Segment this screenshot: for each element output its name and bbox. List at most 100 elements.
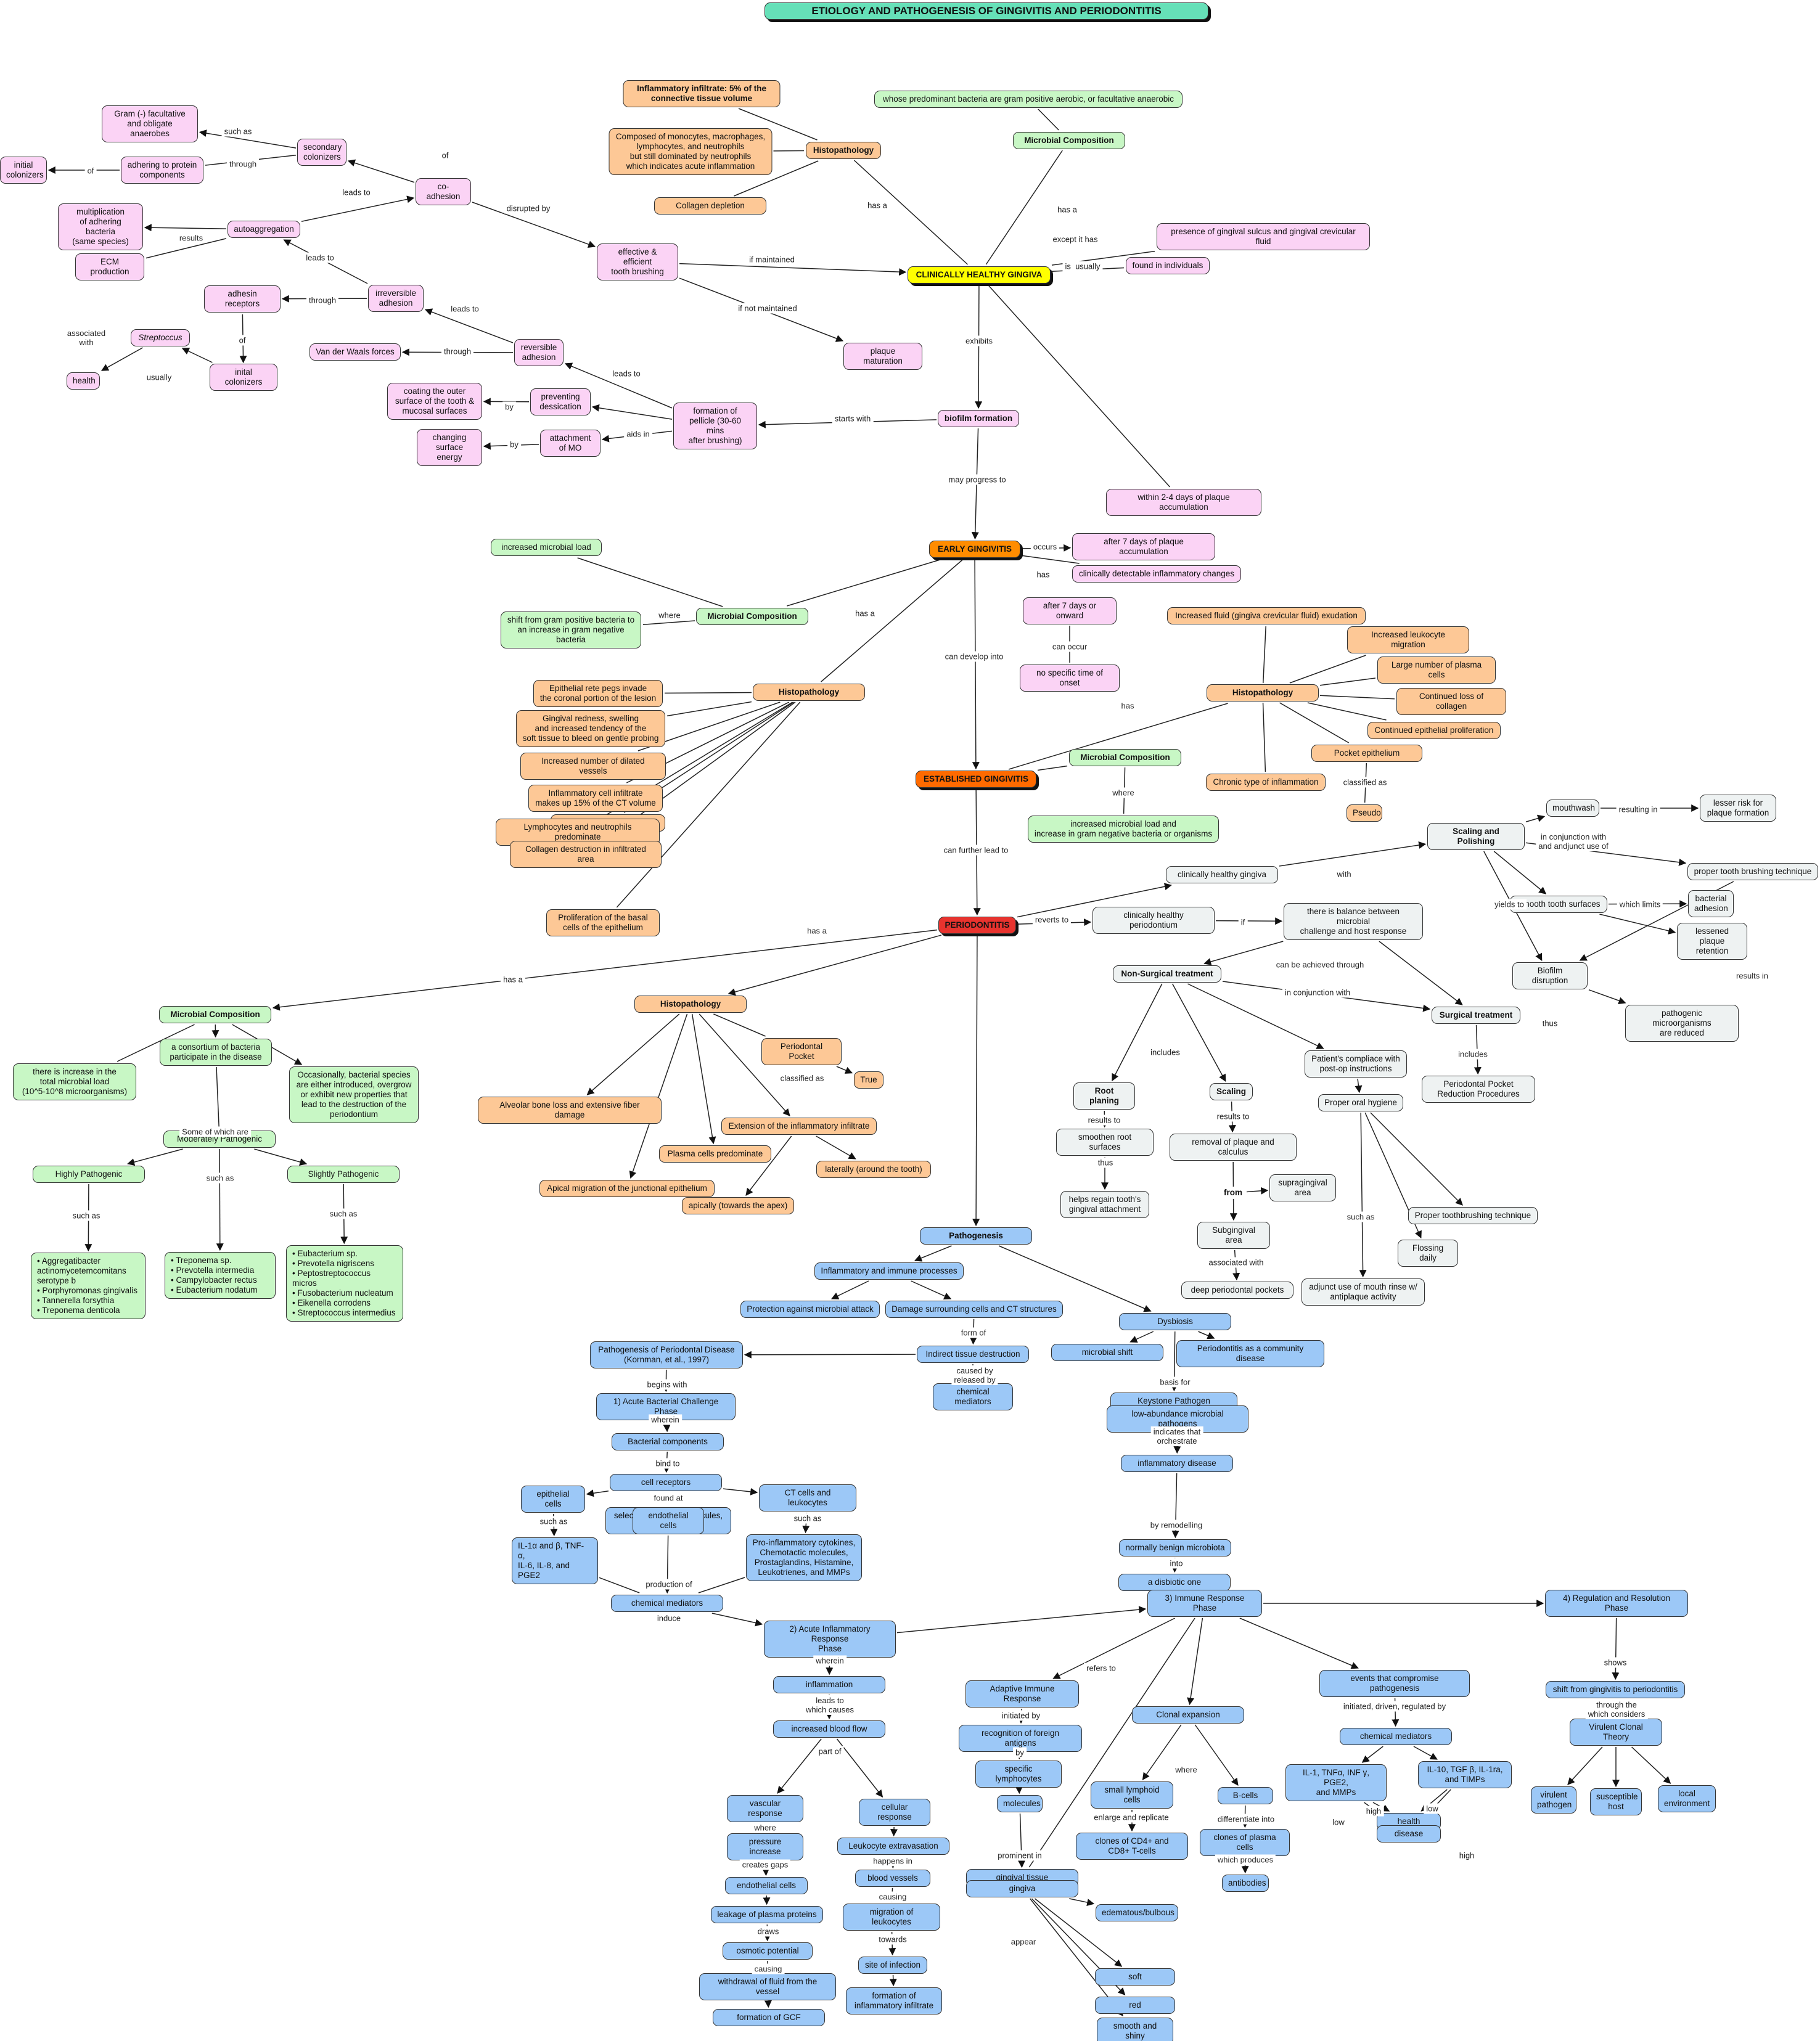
edge-label: of — [439, 150, 451, 161]
edge-label: where — [1110, 787, 1137, 798]
node-true: True — [854, 1071, 883, 1089]
node-proper-tech: proper tooth brushing technique — [1687, 863, 1818, 880]
edge-label: may progress to — [946, 474, 1009, 485]
edge-label: found at — [651, 1492, 686, 1503]
node-established: ESTABLISHED GINGIVITIS — [916, 771, 1036, 788]
edge-smooth-to-lessened — [1599, 914, 1676, 935]
node-form-infl: formation of inflammatory infiltrate — [846, 1987, 942, 2014]
node-inc-blood: increased blood flow — [773, 1720, 885, 1738]
edge-label: refers to — [1084, 1663, 1118, 1674]
edge-label: results to — [1214, 1111, 1252, 1122]
edge-label: has a — [501, 974, 525, 985]
edge-pathogenesis-to-dysbiosis — [998, 1245, 1152, 1312]
node-removal: removal of plaque and calculus — [1170, 1134, 1297, 1161]
node-susceptible: susceptible host — [1590, 1788, 1642, 1815]
edge-label: into — [1167, 1558, 1186, 1569]
node-slight-list: • Eubacterium sp. • Prevotella nigriscen… — [286, 1245, 403, 1322]
edge-label: exhibits — [962, 335, 996, 346]
node-adhesin: adhesin receptors — [204, 285, 281, 313]
edge-label: such as — [537, 1516, 570, 1527]
edge-label: caused by released by — [951, 1365, 998, 1385]
node-soft: soft — [1095, 1968, 1175, 1986]
edge-microbial-comp-e-to-inc-load — [577, 557, 723, 607]
edge-label: has — [1118, 700, 1137, 711]
node-mouthwash: mouthwash — [1546, 800, 1599, 817]
edge-label: leads to — [340, 187, 373, 198]
node-il1-list: IL-1, TNFα, INF γ, PGE2, and MMPs — [1285, 1764, 1387, 1801]
edge-microbial-comp-p-to-increase-load — [117, 1024, 195, 1062]
node-strep: Streptoccus — [131, 329, 190, 346]
edge-histopath-h-to-healthy — [853, 160, 968, 265]
edge-reversible-to-irreversible — [424, 308, 514, 343]
node-cellular: cellular response — [859, 1799, 930, 1826]
node-pocket-epi: Pocket epithelium — [1311, 745, 1422, 762]
edge-whose-bact-to-microbial-comp-h — [1038, 108, 1059, 131]
edge-label: of — [84, 165, 97, 176]
node-laterally: laterally (around the tooth) — [816, 1161, 931, 1178]
node-molecules: molecules — [997, 1795, 1043, 1812]
edge-label: towards — [876, 1934, 909, 1945]
node-pathogenesis: Pathogenesis — [920, 1227, 1032, 1245]
node-virulent-clonal: Virulent Clonal Theory — [1570, 1719, 1662, 1746]
edge-histopath-p-to-bone-loss — [586, 1013, 680, 1095]
edge-histopath-est-to-plasma — [1319, 677, 1376, 686]
node-disease: disease — [1377, 1825, 1441, 1843]
edge-non-surg-to-compliance — [1187, 983, 1324, 1049]
node-ext-infl: Extension of the inflammatory infiltrate — [721, 1118, 877, 1135]
edge-virulent-clonal-to-virulent — [1567, 1746, 1603, 1785]
edge-label: in conjunction with and andjunct use of — [1536, 832, 1611, 851]
edge-early-to-clin-detect — [1021, 555, 1080, 564]
node-phase3: 3) Immune Response Phase — [1147, 1590, 1262, 1617]
node-edematous: edematous/bulbous — [1096, 1904, 1178, 1921]
edge-histopath-p-to-ext-infl — [699, 1013, 790, 1116]
node-il10-list: IL-10, TGF β, IL-1ra, and TIMPs — [1418, 1761, 1512, 1788]
node-prolif: Proliferation of the basal cells of the … — [546, 909, 660, 936]
node-protection: Protection against microbial attack — [740, 1301, 880, 1318]
node-microbial-comp-p: Microbial Composition — [159, 1006, 271, 1023]
edge-phase3-to-adaptive — [1052, 1618, 1176, 1679]
edge-label: low — [1424, 1803, 1441, 1814]
node-endothelial2: endothelial cells — [725, 1877, 808, 1894]
edge-early-to-established — [972, 558, 980, 770]
edge-label: in conjunction with — [1282, 987, 1353, 998]
node-inc-load-gneg: increased microbial load and increase in… — [1028, 816, 1219, 843]
node-events: events that compromise pathogenesis — [1319, 1670, 1470, 1697]
edge-coadhesion-to-secondary — [347, 159, 415, 183]
edge-scaling-pol-to-smooth — [1493, 851, 1547, 894]
edge-label: thus — [1095, 1157, 1116, 1168]
edge-label: causing — [876, 1891, 909, 1902]
node-vascular: vascular response — [727, 1795, 803, 1822]
edge-histopath-est-to-leuko-mig — [1289, 655, 1366, 684]
node-clin-healthy-g: clinically healthy gingiva — [1166, 866, 1278, 883]
edge-label: if — [1238, 917, 1248, 928]
node-histopath-est: Histopathology — [1207, 684, 1319, 701]
node-apically: apically (towards the apex) — [682, 1197, 794, 1214]
node-gcf: formation of GCF — [713, 2009, 825, 2026]
edge-microbial-comp-e-to-shift-gram — [642, 620, 695, 625]
edge-gingiva-to-smooth-shiny — [1030, 1898, 1123, 2016]
edge-label: wherein — [813, 1655, 846, 1666]
node-composed-of: Composed of monocytes, macrophages, lymp… — [609, 128, 773, 175]
edge-label: has a — [805, 925, 829, 936]
edge-chem-med3-to-il10-list — [1413, 1746, 1438, 1760]
edge-label: low — [1330, 1817, 1347, 1828]
edge-label: which limits — [1617, 899, 1663, 910]
edge-label: can be achieved through — [1273, 959, 1367, 970]
edge-coadhesion-to-brushing — [472, 202, 596, 248]
node-brushing: effective & efficient tooth brushing — [597, 243, 678, 280]
edge-periodontitis-to-histopath-p — [728, 935, 942, 996]
edge-label: draws — [755, 1926, 782, 1937]
node-cell-recept: cell receptors — [610, 1474, 722, 1491]
edge-label: where — [1173, 1764, 1200, 1775]
node-flossing: Flossing daily — [1398, 1240, 1458, 1267]
edge-label: through — [306, 295, 339, 306]
edge-healthy-to-within — [987, 284, 1171, 488]
edge-label: high — [1363, 1806, 1384, 1817]
node-antibodies: antibodies — [1222, 1875, 1269, 1892]
edge-chem-med3-to-il1-list — [1361, 1746, 1383, 1763]
node-infl-immune: Inflammatory and immune processes — [814, 1262, 964, 1280]
node-chem-med3: chemical mediators — [1340, 1728, 1452, 1745]
edge-label: resulting in — [1616, 804, 1660, 815]
edge-label: enlarge and replicate — [1091, 1812, 1171, 1823]
edge-gingiva-to-soft — [1035, 1898, 1123, 1967]
